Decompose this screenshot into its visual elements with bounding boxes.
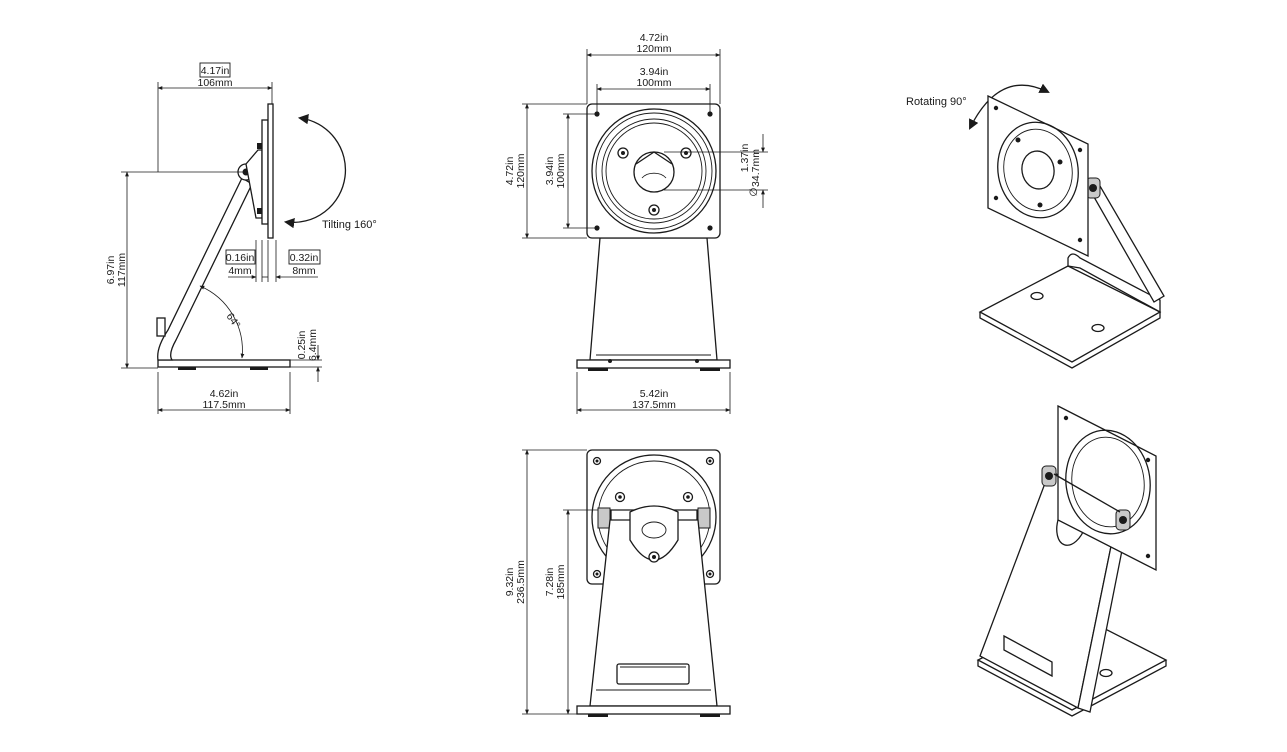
- iso-view-rear: [976, 404, 1168, 717]
- iso-view-rotating: Rotating 90°: [906, 83, 1165, 369]
- side-height-mm: 117mm: [116, 253, 128, 287]
- tilt-arrow: [283, 113, 347, 229]
- plate-width-in: 4.72in: [640, 32, 669, 44]
- vesa-width-mm: 100mm: [636, 77, 671, 89]
- base-thick-in: 0.25in: [296, 331, 308, 360]
- rear-pivot-height-mm: 185mm: [555, 564, 567, 599]
- base-thick-mm: 6.4mm: [307, 329, 319, 361]
- rear-view: 9.32in 236.5mm 7.28in 185mm: [504, 449, 731, 717]
- side-top-width-bracket: [199, 62, 231, 78]
- plate-height-mm: 120mm: [515, 153, 527, 188]
- front-base-width-mm: 137.5mm: [632, 399, 676, 411]
- hole-in: 1.37in: [739, 144, 751, 173]
- angle-arc: [199, 285, 245, 359]
- gap2-mm: 8mm: [292, 265, 316, 277]
- rotate-label: Rotating 90°: [906, 96, 967, 108]
- side-base-width-mm: 117.5mm: [203, 399, 246, 411]
- side-top-width-mm: 106mm: [197, 77, 232, 89]
- side-base-width-in: 4.62in: [210, 388, 239, 400]
- front-stand-body: [589, 237, 718, 361]
- gap1-mm: 4mm: [228, 265, 252, 277]
- plate-width-mm: 120mm: [636, 43, 671, 55]
- side-base-plate: [157, 359, 291, 368]
- front-base-width-in: 5.42in: [640, 388, 669, 400]
- side-foot-left: [178, 367, 196, 370]
- tilt-label: Tilting 160°: [322, 219, 377, 231]
- rear-pivot-height-in: 7.28in: [544, 568, 556, 597]
- side-height-in: 6.97in: [105, 256, 117, 285]
- rear-cable-slot: [616, 663, 690, 685]
- vesa-height-in: 3.94in: [544, 157, 556, 186]
- side-top-width-in: 4.17in: [201, 65, 230, 77]
- iso2-cable-slot: [1003, 634, 1053, 678]
- gap1-in: 0.16in: [226, 252, 255, 264]
- hole-mm: 34.7mm: [750, 149, 762, 187]
- side-monitor-plate: [267, 103, 274, 239]
- front-view: 4.72in 120mm 3.94in 100mm 4.72in 120mm 3…: [504, 32, 768, 414]
- front-turntable: [591, 108, 717, 234]
- iso1-base: [978, 265, 1162, 363]
- front-base: [576, 359, 731, 369]
- side-arm-clip: [156, 317, 166, 337]
- front-center-hole: [633, 151, 675, 193]
- rear-total-height-in: 9.32in: [504, 568, 516, 597]
- plate-height-in: 4.72in: [504, 157, 516, 186]
- rear-total-height-mm: 236.5mm: [515, 560, 527, 604]
- side-foot-right: [250, 367, 268, 370]
- side-vesa-plate: [261, 119, 269, 225]
- vesa-width-in: 3.94in: [640, 66, 669, 78]
- hole-symbol: ∅: [748, 187, 760, 196]
- iso2-vesa-plate: [1057, 404, 1157, 572]
- vesa-height-mm: 100mm: [555, 153, 567, 188]
- rotate-arrow: [969, 83, 1050, 130]
- side-view: 4.17in 106mm 6.97in 117mm Tilting 160° 0…: [105, 62, 377, 414]
- gap2-in: 0.32in: [290, 252, 319, 264]
- angle-label: 64°: [224, 311, 243, 331]
